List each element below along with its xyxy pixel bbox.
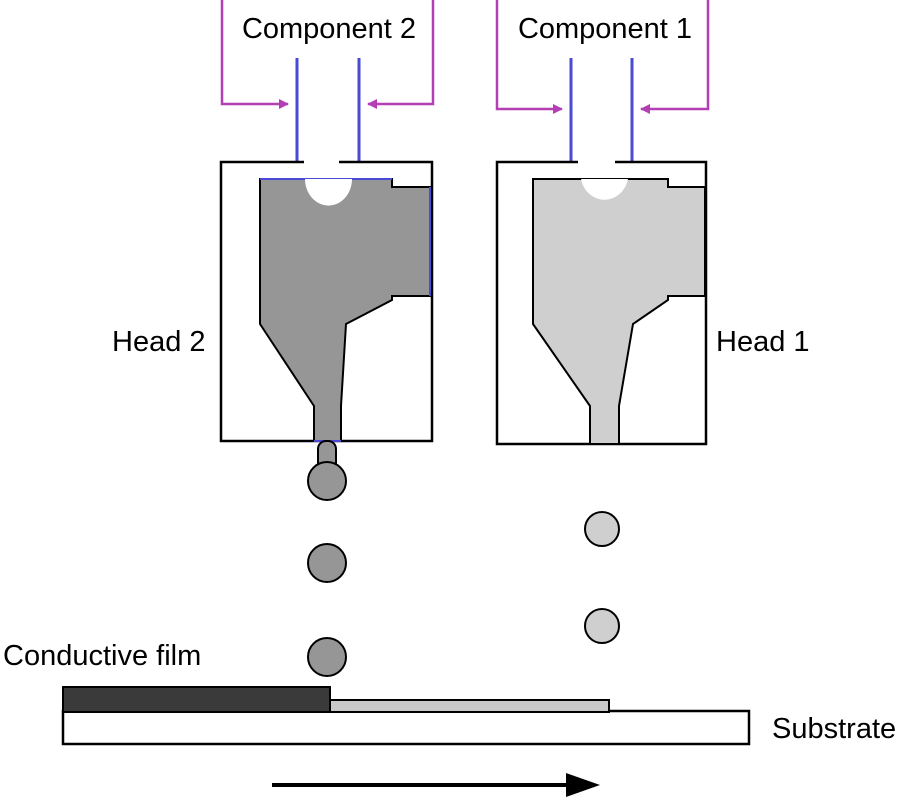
droplet	[307, 543, 347, 583]
head-1-chamber	[532, 178, 706, 445]
droplets-head-2	[307, 440, 347, 677]
droplet	[584, 511, 620, 547]
droplet	[584, 608, 620, 644]
substrate	[61, 709, 751, 746]
component-2-label: Component 2	[242, 13, 416, 45]
arrow-right-icon	[272, 773, 600, 797]
droplet	[307, 637, 347, 677]
head-2-inlet-gap	[304, 157, 339, 165]
droplet-forming	[307, 461, 347, 501]
head-2-chamber	[259, 178, 431, 442]
head-1-meniscus	[581, 179, 628, 200]
head-2: Head 2	[112, 157, 434, 443]
component-1-label: Component 1	[518, 13, 692, 45]
head-2-meniscus	[305, 179, 352, 206]
substrate-stack: Conductive film Substrate	[3, 640, 896, 746]
substrate-label: Substrate	[772, 713, 896, 745]
conductive-film-label: Conductive film	[3, 640, 201, 672]
droplets-head-1	[584, 511, 620, 644]
head-2-label: Head 2	[112, 326, 206, 358]
conductive-film-dark	[62, 686, 331, 713]
bracket-right	[640, 0, 710, 114]
bracket-right	[367, 0, 435, 109]
head-1-label: Head 1	[716, 326, 810, 358]
bracket-left	[495, 0, 563, 114]
component-1-feed: Component 1	[495, 0, 710, 162]
component-2-feed: Component 2	[220, 0, 435, 162]
bracket-left	[220, 0, 289, 109]
head-1: Head 1	[495, 157, 810, 446]
film-layer-light	[328, 699, 610, 713]
head-1-inlet-gap	[578, 157, 615, 165]
